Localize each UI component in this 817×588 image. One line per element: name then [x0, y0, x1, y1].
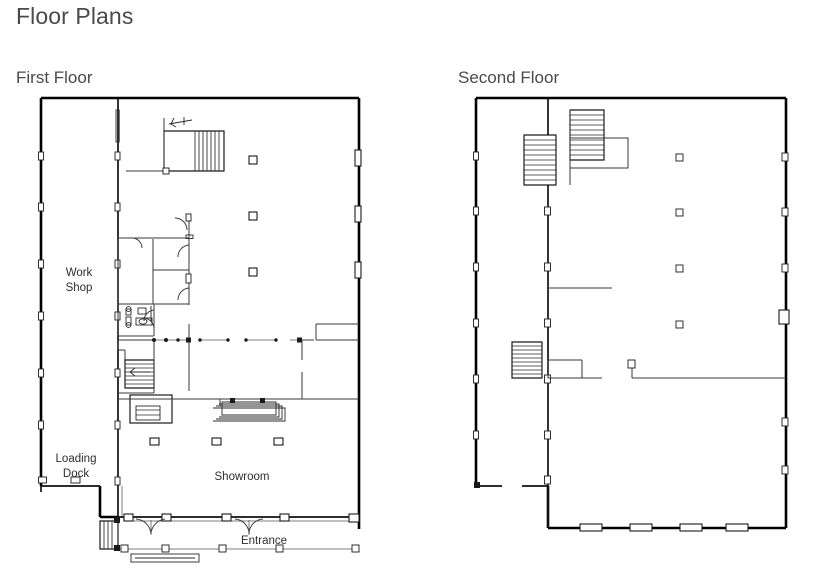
east-alcove [301, 323, 359, 399]
upper-stairs-2 [523, 109, 629, 186]
first-floor-svg: Work Shop Loading Dock Showroom Entrance [38, 96, 362, 563]
stair-direction-arrow [168, 117, 193, 128]
loading-dock-opening [70, 476, 81, 484]
east-wall-openings-2 [778, 152, 790, 475]
second-floor-plan[interactable] [452, 88, 817, 580]
label-loading: Loading [56, 453, 97, 465]
west-wall-columns-2 [473, 151, 480, 488]
showroom-display-stair [213, 398, 286, 422]
exterior-walls [39, 96, 361, 529]
exterior-walls-2 [474, 96, 788, 530]
label-work: Work [66, 267, 93, 279]
first-floor-labels: Work Shop Loading Dock Showroom Entrance [56, 267, 287, 547]
partition-posts [152, 337, 314, 343]
first-floor-plan[interactable]: Work Shop Loading Dock Showroom Entrance [14, 88, 394, 580]
label-showroom: Showroom [215, 471, 270, 483]
south-wall-windows-2 [579, 523, 749, 532]
lower-left-stair-2 [511, 341, 602, 379]
entrance-storefront [118, 513, 360, 563]
restroom-fixtures [117, 304, 155, 337]
label-dock: Dock [63, 468, 89, 480]
spine-wall-slots [115, 109, 120, 143]
central-stair [117, 339, 155, 394]
label-shop: Shop [66, 282, 93, 294]
label-entrance: Entrance [241, 535, 287, 547]
interior-spine-wall [117, 98, 123, 518]
west-wall-columns [38, 151, 47, 484]
floor-heading-first: First Floor [16, 68, 93, 87]
interior-columns-2 [675, 153, 684, 329]
page-title: Floor Plans [16, 3, 134, 29]
lower-partitions-2 [547, 359, 786, 379]
floor-heading-second: Second Floor [458, 68, 560, 87]
second-floor-svg [473, 96, 790, 532]
interior-columns [149, 155, 284, 446]
east-wall-windows [354, 149, 362, 279]
southwest-exterior-stair [99, 517, 120, 551]
elevator-shaft [129, 394, 173, 424]
office-rooms [117, 213, 194, 305]
north-stair [126, 117, 225, 175]
